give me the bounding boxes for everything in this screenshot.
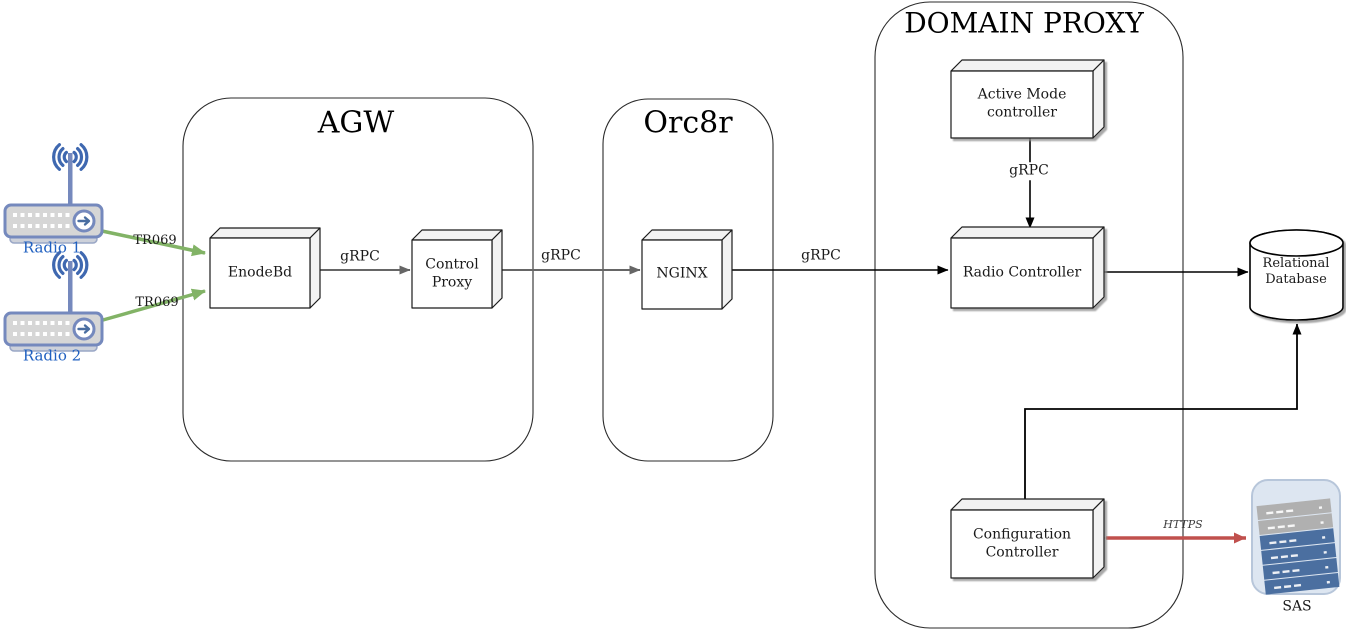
database-cylinder-icon (1249, 229, 1344, 321)
orc8r-title: Orc8r (643, 105, 733, 141)
domain-proxy-title: DOMAIN PROXY (904, 6, 1144, 40)
radio2-router-icon (3, 251, 104, 353)
tr069-label-1: TR069 (133, 232, 177, 248)
enodebd-box (209, 227, 321, 309)
active-mode-controller-box (950, 59, 1105, 139)
relational-database-label: Relational Database (1262, 255, 1330, 287)
agw-container (182, 97, 534, 462)
radio-controller-label: Radio Controller (962, 264, 1082, 281)
active-mode-controller-label: Active Mode controller (977, 86, 1067, 121)
tr069-label-2: TR069 (135, 294, 179, 310)
https-label: HTTPS (1163, 518, 1203, 532)
sas-label: SAS (1282, 598, 1312, 615)
configcontroller-database-arrow (1024, 323, 1302, 510)
radio2-label: Radio 2 (22, 346, 82, 365)
radio1-label: Radio 1 (22, 238, 82, 257)
domain-proxy-container (874, 1, 1184, 629)
nginx-box (641, 229, 733, 310)
server-stack-icon (1251, 479, 1341, 595)
configuration-controller-box (950, 498, 1105, 579)
agw-title: AGW (317, 105, 395, 141)
enodebd-label: EnodeBd (227, 264, 293, 281)
tr069-arrow-2 (102, 288, 206, 322)
configuration-controller-label: Configuration Controller (972, 526, 1072, 561)
nginx-label: NGINX (656, 265, 708, 282)
grpc-label-active-mode: gRPC (1006, 162, 1052, 180)
tr069-arrow-1 (101, 229, 206, 257)
grpc-label-orc8r: gRPC (541, 247, 581, 264)
control-proxy-label: Control Proxy (425, 256, 479, 291)
radio-controller-box (950, 226, 1105, 309)
control-proxy-box (411, 229, 503, 309)
orc8r-container (602, 98, 774, 462)
grpc-label-agw: gRPC (340, 248, 380, 265)
grpc-label-domain-proxy: gRPC (801, 247, 841, 264)
radio1-router-icon (3, 143, 104, 245)
